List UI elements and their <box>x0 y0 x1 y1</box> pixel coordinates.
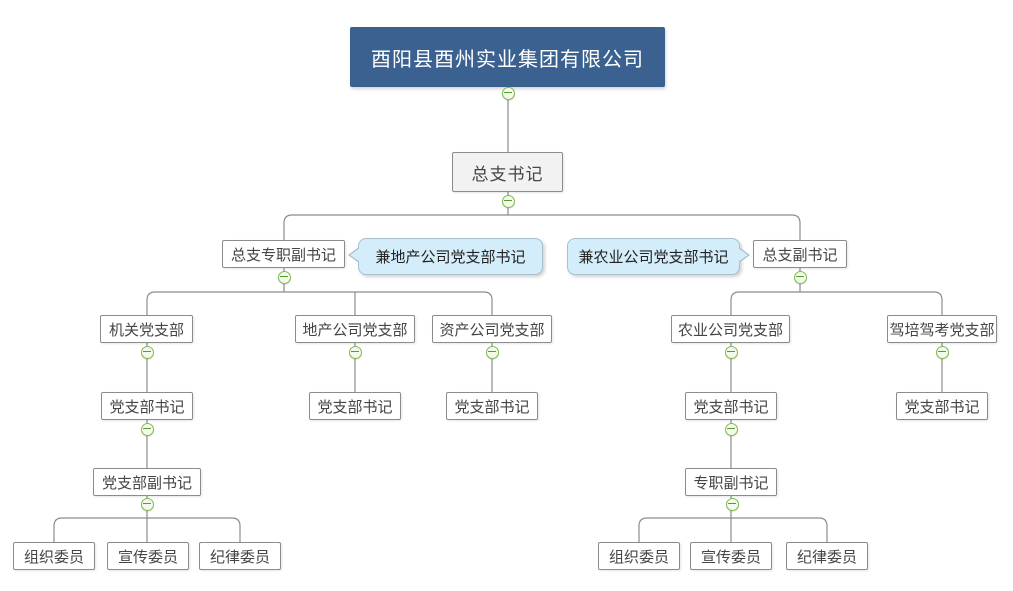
callout-realestate-branch-secretary[interactable]: 兼地产公司党支部书记 <box>348 238 543 275</box>
collapse-minus-icon-deputy-right[interactable] <box>793 270 807 284</box>
node-branch-secretary-2[interactable]: 党支部书记 <box>446 392 538 420</box>
node-committee-organization-right[interactable]: 组织委员 <box>598 542 680 570</box>
node-fulltime-deputy-secretary[interactable]: 专职副书记 <box>685 468 777 496</box>
node-branch-agriculture[interactable]: 农业公司党支部 <box>671 315 790 343</box>
collapse-minus-icon-branch-driving[interactable] <box>935 345 949 359</box>
collapse-minus-icon-branch-realestate[interactable] <box>348 345 362 359</box>
node-branch-office[interactable]: 机关党支部 <box>100 315 193 343</box>
collapse-minus-icon-branch-assets[interactable] <box>485 345 499 359</box>
collapse-minus-icon-root[interactable] <box>501 86 515 100</box>
node-deputy-secretary-fulltime[interactable]: 总支专职副书记 <box>222 240 345 268</box>
node-committee-publicity-right[interactable]: 宣传委员 <box>690 542 772 570</box>
collapse-minus-icon-general-secretary[interactable] <box>501 194 515 208</box>
node-committee-organization-left[interactable]: 组织委员 <box>13 542 95 570</box>
collapse-minus-icon-fulltime-deputy[interactable] <box>725 497 739 511</box>
node-deputy-secretary[interactable]: 总支副书记 <box>753 240 847 268</box>
collapse-minus-icon-branch-agriculture[interactable] <box>724 345 738 359</box>
collapse-minus-icon-secretary-agriculture[interactable] <box>724 422 738 436</box>
node-branch-secretary-4[interactable]: 党支部书记 <box>896 392 988 420</box>
node-committee-publicity-left[interactable]: 宣传委员 <box>107 542 189 570</box>
node-branch-realestate[interactable]: 地产公司党支部 <box>295 315 415 343</box>
node-committee-discipline-right[interactable]: 纪律委员 <box>786 542 868 570</box>
node-general-branch-secretary[interactable]: 总支书记 <box>452 152 563 192</box>
node-branch-driving[interactable]: 驾培驾考党支部 <box>887 315 997 343</box>
node-deputy-branch-secretary[interactable]: 党支部副书记 <box>93 468 201 496</box>
node-company-root[interactable]: 酉阳县酉州实业集团有限公司 <box>350 27 665 87</box>
callout-agriculture-branch-secretary[interactable]: 兼农业公司党支部书记 <box>567 238 750 275</box>
node-branch-assets[interactable]: 资产公司党支部 <box>432 315 552 343</box>
collapse-minus-icon-branch-office[interactable] <box>140 345 154 359</box>
node-committee-discipline-left[interactable]: 纪律委员 <box>199 542 281 570</box>
collapse-minus-icon-secretary-office[interactable] <box>140 422 154 436</box>
collapse-minus-icon-deputy-branch-secretary[interactable] <box>140 497 154 511</box>
node-branch-secretary-3[interactable]: 党支部书记 <box>685 392 777 420</box>
node-branch-secretary-1[interactable]: 党支部书记 <box>309 392 401 420</box>
node-branch-secretary-0[interactable]: 党支部书记 <box>101 392 193 420</box>
collapse-minus-icon-deputy-left[interactable] <box>277 270 291 284</box>
